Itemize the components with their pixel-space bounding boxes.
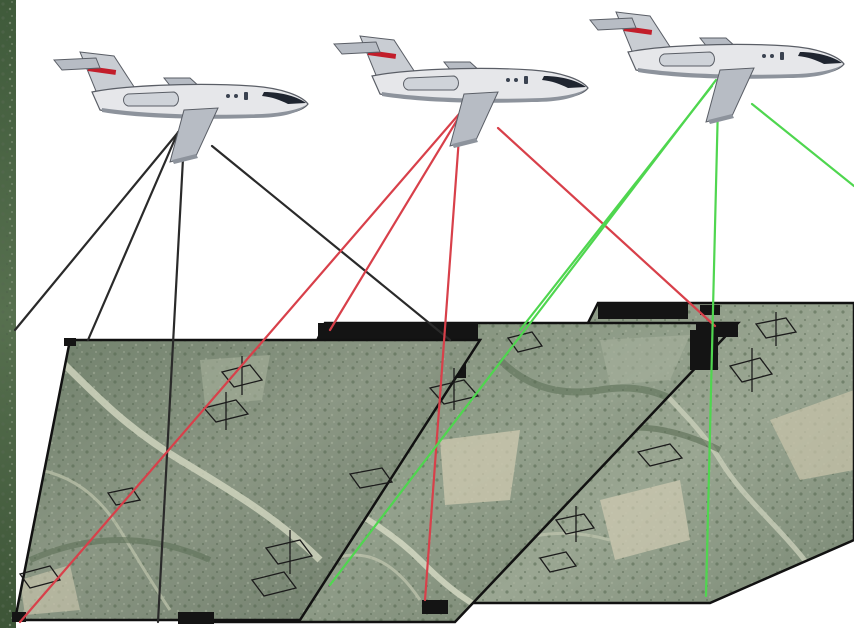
target-marker [538,551,578,573]
sight-ray-2 [496,126,717,328]
target-marker [18,565,62,589]
ground-target-markers [18,312,798,597]
fiducial-mark [598,303,688,319]
sight-ray-1 [156,138,186,624]
sight-ray-2 [328,110,464,332]
target-marker [106,487,142,506]
target-marker [754,312,798,346]
line-of-sight-rays [13,78,854,624]
target-marker [728,348,774,392]
sight-ray-1 [13,122,187,332]
sight-ray-2 [423,122,462,602]
target-marker [554,506,596,542]
forest-edge-strip [0,0,16,628]
sight-ray-3 [750,102,854,188]
target-marker [264,530,314,574]
sight-ray-3 [704,102,720,598]
sight-ray-2 [18,104,468,624]
jet-aircraft-icon-3 [589,11,845,125]
aircraft-group [53,11,845,165]
target-marker [348,467,394,489]
jet-aircraft-icon-2 [333,35,589,149]
sight-ray-3 [518,84,714,332]
jet-aircraft-icon-1 [53,51,309,165]
target-marker [506,331,544,353]
sight-ray-1 [86,130,180,342]
target-marker [636,443,684,467]
fiducial-mark [64,338,76,346]
target-marker [250,571,298,597]
target-marker [202,392,250,430]
sight-ray-1 [210,144,452,342]
fiducial-mark [318,323,478,341]
